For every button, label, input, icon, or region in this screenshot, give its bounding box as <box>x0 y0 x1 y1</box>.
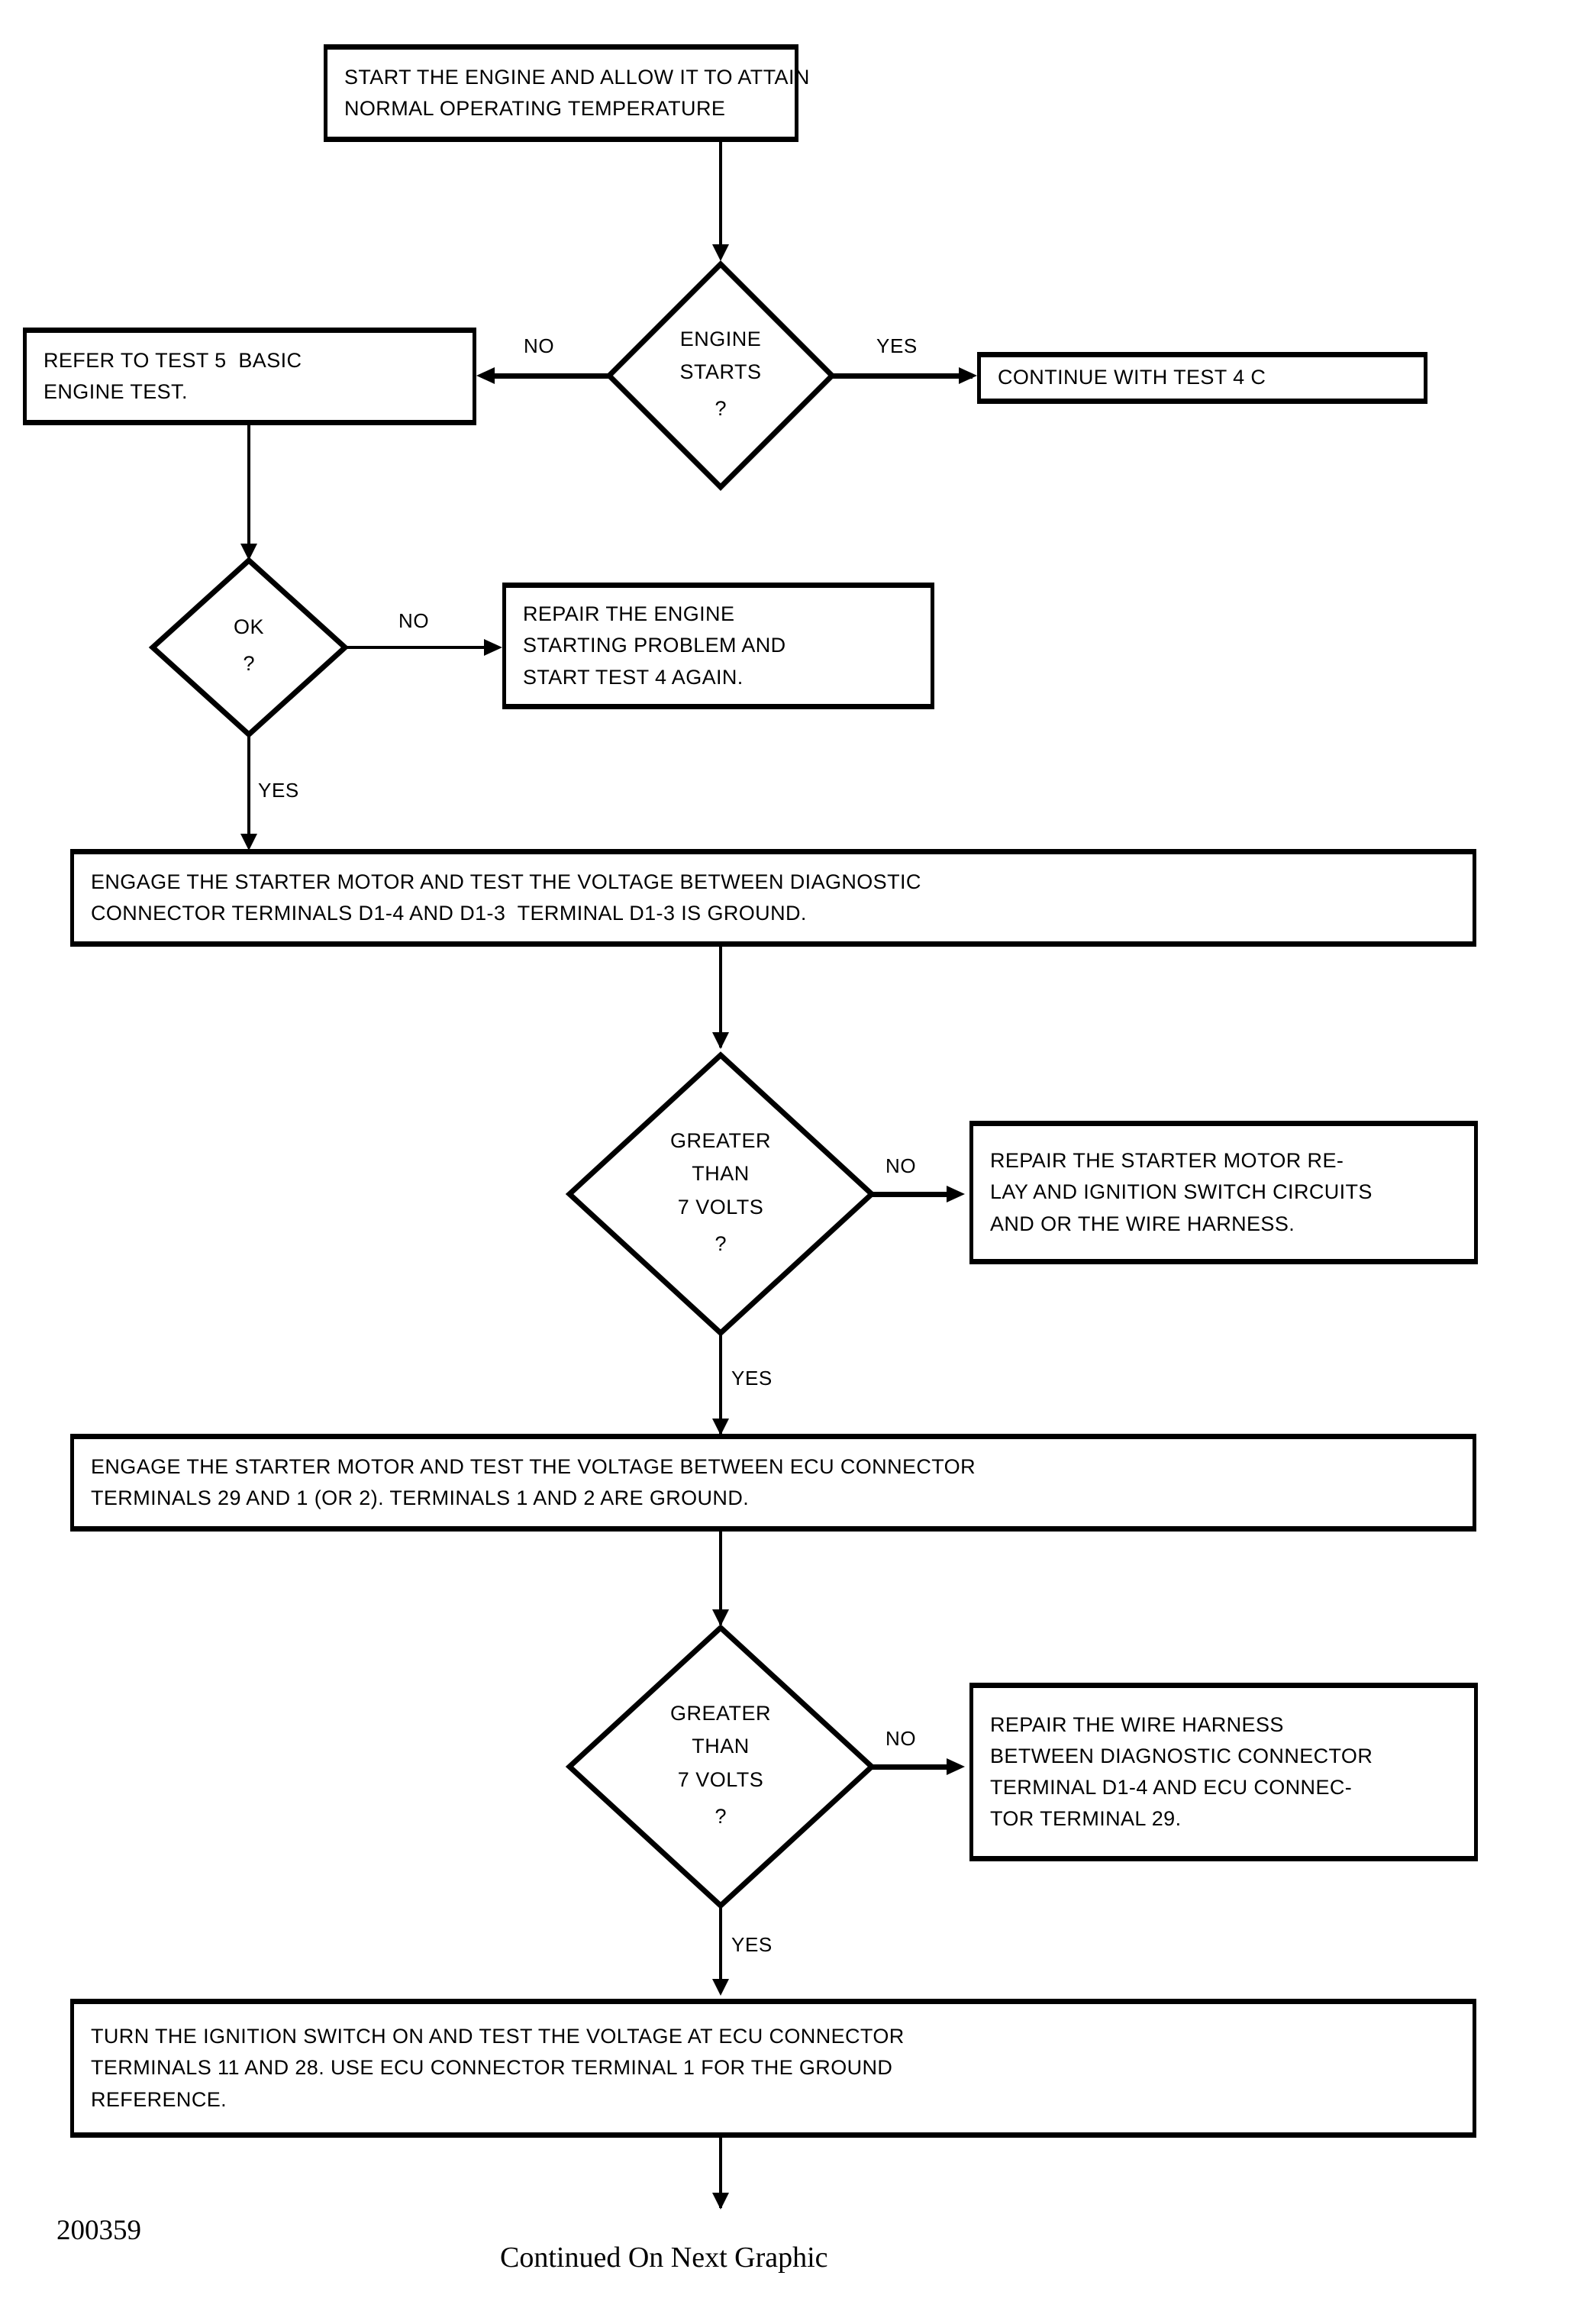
connector-greater-7v-1-no <box>870 1192 950 1197</box>
process-box-refer-test-5: REFER TO TEST 5 BASIC ENGINE TEST. <box>23 328 476 425</box>
box-line: ENGAGE THE STARTER MOTOR AND TEST THE VO… <box>91 870 921 893</box>
process-box-turn-ignition-on: TURN THE IGNITION SWITCH ON AND TEST THE… <box>70 1999 1476 2138</box>
connector-greater-7v-1-yes <box>719 1335 722 1434</box>
box-line: REPAIR THE ENGINE <box>523 602 735 626</box>
edge-label-no: NO <box>886 1154 917 1177</box>
process-box-continue-test-4c: CONTINUE WITH TEST 4 C <box>977 352 1427 404</box>
edge-label-yes: YES <box>731 1933 773 1956</box>
process-box-repair-engine-start: REPAIR THE ENGINE STARTING PROBLEM AND S… <box>502 583 934 709</box>
arrowhead-down <box>712 244 729 261</box>
diamond-outline <box>565 1051 876 1337</box>
box-line: START THE ENGINE AND ALLOW IT TO ATTAIN <box>344 65 810 89</box>
connector-engage-ecu-to-decision <box>719 1532 722 1625</box>
arrowhead-down <box>240 544 257 560</box>
box-line: CONTINUE WITH TEST 4 C <box>998 366 1266 389</box>
box-line: REFERENCE. <box>91 2087 227 2111</box>
connector-start-to-engine-starts <box>719 142 722 255</box>
decision-diamond-greater-7v-1: GREATER THAN 7 VOLTS ? <box>565 1051 876 1337</box>
connector-greater-7v-2-no <box>870 1764 950 1770</box>
arrowhead-right <box>484 639 502 656</box>
arrowhead-down <box>712 1609 729 1626</box>
box-line: ENGAGE THE STARTER MOTOR AND TEST THE VO… <box>91 1454 976 1478</box>
diamond-outline <box>148 557 350 738</box>
box-line: REFER TO TEST 5 BASIC <box>44 348 302 372</box>
connector-engage-diag-to-decision <box>719 947 722 1047</box>
edge-label-no: NO <box>398 609 430 632</box>
arrowhead-down <box>712 1979 729 1996</box>
box-line: REPAIR THE STARTER MOTOR RE- <box>990 1149 1344 1173</box>
arrowhead-left <box>476 367 495 384</box>
edge-label-no: NO <box>524 334 555 357</box>
box-line: STARTING PROBLEM AND <box>523 634 786 657</box>
process-box-engage-starter-ecu: ENGAGE THE STARTER MOTOR AND TEST THE VO… <box>70 1434 1476 1532</box>
decision-diamond-greater-7v-2: GREATER THAN 7 VOLTS ? <box>565 1624 876 1909</box>
process-box-engage-starter-diagnostic: ENGAGE THE STARTER MOTOR AND TEST THE VO… <box>70 849 1476 947</box>
arrowhead-right <box>959 367 977 384</box>
box-line: REPAIR THE WIRE HARNESS <box>990 1712 1284 1736</box>
box-line: LAY AND IGNITION SWITCH CIRCUITS <box>990 1180 1373 1204</box>
process-box-repair-wire-harness: REPAIR THE WIRE HARNESS BETWEEN DIAGNOST… <box>969 1683 1478 1861</box>
box-line: TERMINALS 29 AND 1 (OR 2). TERMINALS 1 A… <box>91 1486 750 1509</box>
box-line: AND OR THE WIRE HARNESS. <box>990 1212 1295 1235</box>
arrowhead-down <box>712 2193 729 2209</box>
edge-label-yes: YES <box>876 334 918 357</box>
decision-diamond-ok: OK ? <box>148 557 350 738</box>
arrowhead-down <box>712 1419 729 1435</box>
box-line: TERMINALS 11 AND 28. USE ECU CONNECTOR T… <box>91 2056 893 2080</box>
arrowhead-down <box>240 834 257 851</box>
connector-greater-7v-2-yes <box>719 1907 722 1993</box>
box-line: TOR TERMINAL 29. <box>990 1807 1182 1831</box>
box-line: ENGINE TEST. <box>44 380 188 403</box>
edge-label-yes: YES <box>258 779 299 802</box>
box-line: START TEST 4 AGAIN. <box>523 665 744 689</box>
arrowhead-right <box>947 1758 965 1775</box>
decision-diamond-engine-starts: ENGINE STARTS ? <box>605 260 836 491</box>
connector-engine-starts-no <box>495 373 611 379</box>
continued-note: Continued On Next Graphic <box>500 2242 828 2274</box>
connector-engine-starts-yes <box>831 373 973 379</box>
box-line: NORMAL OPERATING TEMPERATURE <box>344 97 726 120</box>
connector-ok-yes <box>247 734 250 847</box>
connector-refer-to-ok <box>247 425 250 555</box>
diamond-outline <box>565 1624 876 1909</box>
process-box-start: START THE ENGINE AND ALLOW IT TO ATTAIN … <box>324 44 810 142</box>
box-line: TURN THE IGNITION SWITCH ON AND TEST THE… <box>91 2025 905 2048</box>
connector-to-next-graphic <box>719 2138 722 2208</box>
box-line: BETWEEN DIAGNOSTIC CONNECTOR <box>990 1744 1373 1767</box>
box-line: CONNECTOR TERMINALS D1-4 AND D1-3 TERMIN… <box>91 902 807 925</box>
edge-label-no: NO <box>886 1727 917 1750</box>
process-box-repair-starter-relay: REPAIR THE STARTER MOTOR RE- LAY AND IGN… <box>969 1121 1478 1264</box>
box-line: TERMINAL D1-4 AND ECU CONNEC- <box>990 1776 1353 1799</box>
connector-ok-no <box>344 646 492 649</box>
arrowhead-right <box>947 1186 965 1202</box>
edge-label-yes: YES <box>731 1367 773 1390</box>
diamond-outline <box>605 260 836 491</box>
figure-number: 200359 <box>56 2215 141 2246</box>
arrowhead-down <box>712 1032 729 1049</box>
